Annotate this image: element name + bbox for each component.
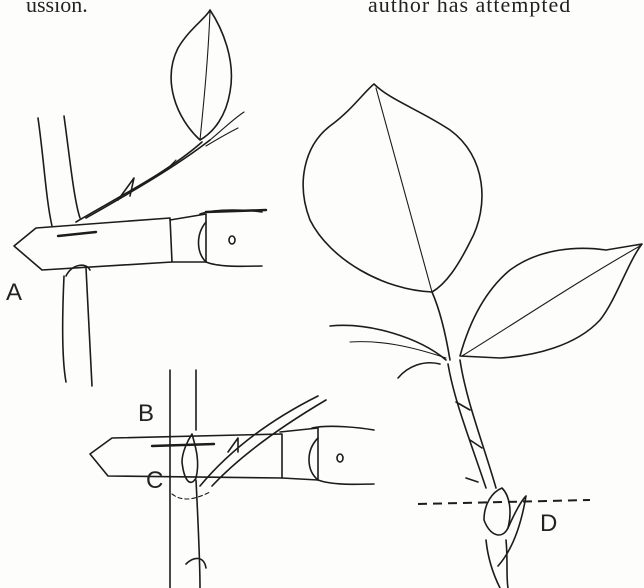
figure-d-drawing: [303, 84, 642, 588]
figure-a-drawing: [14, 10, 266, 386]
figure-bc-drawing: [90, 370, 374, 588]
label-c: C: [146, 467, 163, 495]
label-d: D: [540, 510, 557, 538]
label-b: B: [138, 400, 154, 428]
label-a: A: [6, 279, 22, 307]
